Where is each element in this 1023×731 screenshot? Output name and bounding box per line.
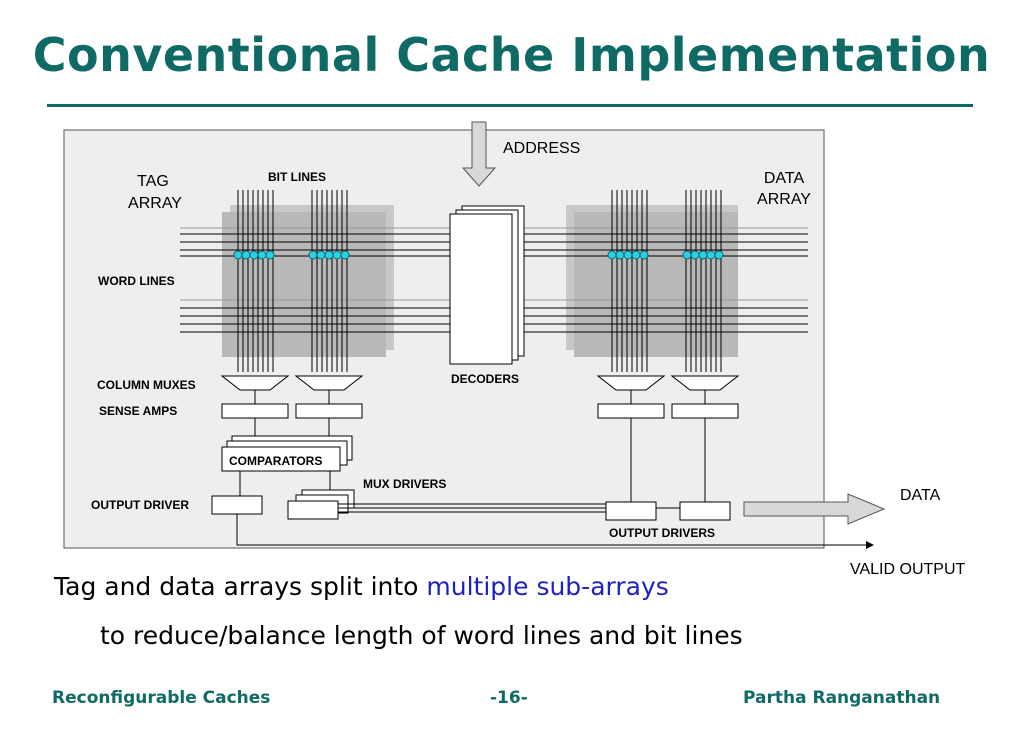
cell-dot [623, 250, 633, 260]
data-array-label-1: DATA [764, 170, 805, 187]
amp-links [254, 418, 706, 502]
address-label: ADDRESS [503, 140, 580, 157]
footer-left: Reconfigurable Caches [52, 688, 271, 708]
sub-line: to reduce/balance length of word lines a… [100, 621, 743, 650]
cell-dot [257, 250, 267, 260]
cell-dot [607, 250, 617, 260]
sense-amp [295, 403, 363, 419]
valid-output-line [236, 514, 874, 549]
title-underline [47, 104, 973, 107]
comparators-label: COMPARATORS [229, 454, 322, 468]
output-driver [211, 495, 263, 515]
comparator-front [221, 446, 341, 472]
valid-output-label: VALID OUTPUT [850, 561, 966, 578]
cell-dot [682, 250, 692, 260]
cell-dot [265, 250, 275, 260]
sense-amp [221, 403, 289, 419]
data-out-arrow [743, 493, 886, 525]
cell-dot [233, 250, 243, 260]
cell-dot [332, 250, 342, 260]
bit-lines-label: BIT LINES [268, 170, 326, 184]
sense-amps-label: SENSE AMPS [99, 404, 177, 418]
column-mux [670, 375, 740, 391]
mux-driver-front [287, 500, 339, 520]
cell-dot [308, 250, 318, 260]
slide-title: Conventional Cache Implementation [32, 28, 991, 82]
address-arrow [461, 121, 497, 187]
column-mux [220, 375, 290, 391]
column-mux [294, 375, 364, 391]
sense-amp [597, 403, 665, 419]
mux-to-amp-links [254, 390, 706, 404]
column-mux [596, 375, 666, 391]
cell-dot [690, 250, 700, 260]
cell-dot [639, 250, 649, 260]
cell-dot [706, 250, 716, 260]
bullet-prefix: Tag and data arrays split into [54, 572, 427, 601]
valid-arrowhead [866, 541, 874, 549]
valid-path [236, 514, 866, 546]
bullet-highlight: multiple sub-arrays [426, 572, 669, 601]
cell-dot [316, 250, 326, 260]
cell-dot [698, 250, 708, 260]
bit-lines [237, 190, 722, 372]
decoder-front [449, 213, 513, 365]
column-muxes [220, 375, 740, 391]
output-driver-data [605, 501, 657, 521]
mux-drivers-label: MUX DRIVERS [363, 477, 446, 491]
cell-dot [631, 250, 641, 260]
tag-array-label-2: ARRAY [128, 195, 182, 212]
output-driver-data [679, 501, 731, 521]
decoders-block [449, 205, 525, 365]
cell-dot [615, 250, 625, 260]
cell-dot [340, 250, 350, 260]
data-out-label: DATA [900, 487, 941, 504]
data-array-label-2: ARRAY [757, 191, 811, 208]
bullet-line: Tag and data arrays split into multiple … [54, 572, 669, 601]
output-drivers [605, 501, 731, 521]
output-drivers-label: OUTPUT DRIVERS [609, 526, 715, 540]
tag-subarray-front [222, 212, 386, 357]
decoders-label: DECODERS [451, 372, 519, 386]
sense-amp [671, 403, 739, 419]
cell-dot [249, 250, 259, 260]
footer-author: Partha Ranganathan [743, 688, 941, 708]
column-muxes-label: COLUMN MUXES [97, 378, 196, 392]
comparators-block [221, 435, 353, 472]
cell-dot [324, 250, 334, 260]
cell-dots [233, 250, 724, 260]
tag-array-label-1: TAG [137, 173, 169, 190]
word-lines-label: WORD LINES [98, 274, 175, 288]
output-driver-label: OUTPUT DRIVER [91, 498, 189, 512]
sense-amps [221, 403, 739, 419]
mux-driver-bus [338, 503, 680, 513]
cell-dot [714, 250, 724, 260]
footer-page-number: -16- [490, 688, 528, 708]
cell-dot [241, 250, 251, 260]
